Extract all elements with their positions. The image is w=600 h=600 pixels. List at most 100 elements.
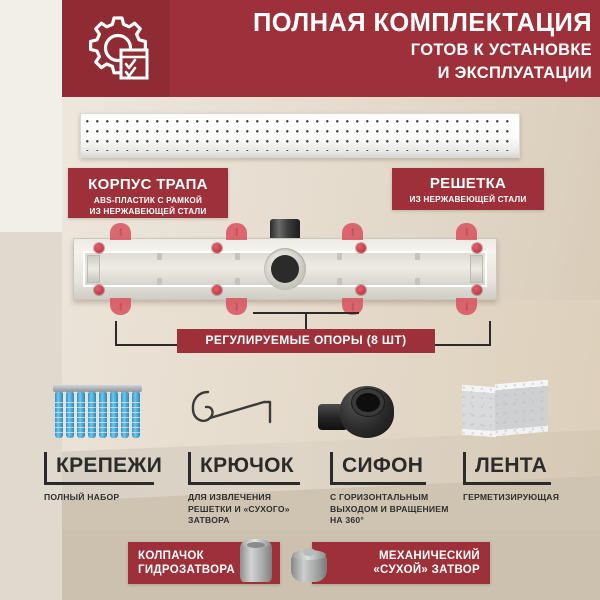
siphon-icon xyxy=(318,382,394,442)
grate-perforations xyxy=(86,120,514,151)
mechanical-dry-trap-icon xyxy=(288,548,330,586)
bracket-inner-stem xyxy=(305,312,307,329)
drain-body-channel xyxy=(83,248,487,290)
channel-rib xyxy=(235,253,240,260)
accessory-title-tape: ЛЕНТА xyxy=(475,454,548,477)
accessory-title-fasteners: КРЕПЕЖИ xyxy=(56,454,163,477)
accessory-desc-line: ЗАТВОРА xyxy=(188,515,230,525)
caption-rule-vertical xyxy=(463,452,466,482)
badge-water-seal-cap-text: КОЛПАЧОК ГИДРОЗАТВОРА xyxy=(138,549,235,577)
badge-line: МЕХАНИЧЕСКИЙ xyxy=(378,550,480,562)
mounting-screw xyxy=(472,243,482,253)
callout-grate-desc-line1: ИЗ НЕРЖАВЕЮЩЕЙ СТАЛИ xyxy=(409,195,527,204)
accessory-title-siphon: СИФОН xyxy=(342,454,424,477)
sealing-tape-icon xyxy=(462,379,548,440)
mounting-screw xyxy=(94,285,104,295)
accessory-desc-siphon: С ГОРИЗОНТАЛЬНЫМ ВЫХОДОМ И ВРАЩЕНИЕМ НА … xyxy=(330,492,449,527)
header-banner: ПОЛНАЯ КОМПЛЕКТАЦИЯ ГОТОВ К УСТАНОВКЕ И … xyxy=(62,0,600,97)
channel-rib xyxy=(157,278,162,285)
anchor-screw xyxy=(130,385,142,438)
drain-body-frame xyxy=(73,223,497,315)
accessory-desc-line: ПОЛНЫЙ НАБОР xyxy=(44,492,120,502)
water-seal-cap-cylinder xyxy=(240,539,272,582)
callout-grate-title: РЕШЕТКА xyxy=(429,175,507,192)
accessory-desc-hook: ДЛЯ ИЗВЛЕЧЕНИЯ РЕШЕТКИ И «СУХОГО» ЗАТВОР… xyxy=(188,492,290,527)
adjustable-foot xyxy=(110,223,131,240)
adjustable-foot xyxy=(456,223,477,240)
callout-drain-body-desc-line1: ABS-ПЛАСТИК С РАМКОЙ xyxy=(93,196,203,205)
caption-rule-vertical xyxy=(330,452,333,482)
channel-rib xyxy=(415,253,420,260)
dry-trap-cup xyxy=(291,548,327,582)
caption-rule-horizontal xyxy=(44,482,154,485)
drain-outlet-hole xyxy=(264,248,306,290)
accessory-title-hook: КРЮЧОК xyxy=(200,454,294,477)
background-left-strip-bottom xyxy=(0,232,62,600)
background-left-strip-top xyxy=(0,0,62,232)
adjustable-foot xyxy=(342,223,363,240)
accessory-desc-fasteners: ПОЛНЫЙ НАБОР xyxy=(44,492,119,504)
accessory-desc-line: ДЛЯ ИЗВЛЕЧЕНИЯ xyxy=(188,492,272,502)
adjustable-foot xyxy=(226,223,247,240)
channel-rib xyxy=(337,278,342,285)
grate-plate xyxy=(80,113,520,158)
callout-drain-body-desc-line2: ИЗ НЕРЖАВЕЮЩЕЙ СТАЛИ xyxy=(89,206,207,216)
grate-image xyxy=(80,113,520,158)
header-text-group: ПОЛНАЯ КОМПЛЕКТАЦИЯ ГОТОВ К УСТАНОВКЕ И … xyxy=(180,8,592,84)
bracket-right-arm xyxy=(434,344,491,346)
anchor-screw xyxy=(75,385,87,438)
badge-mechanical-dry-trap-text: МЕХАНИЧЕСКИЙ «СУХОЙ» ЗАТВОР xyxy=(373,549,480,577)
caption-rule-horizontal xyxy=(463,482,551,485)
accessory-desc-line: С ГОРИЗОНТАЛЬНЫМ xyxy=(330,492,429,502)
anchor-screw xyxy=(97,385,109,438)
drain-body-image xyxy=(73,219,497,315)
callout-supports-title: РЕГУЛИРУЕМЫЕ ОПОРЫ (8 ШТ) xyxy=(177,329,435,353)
bracket-left-drop xyxy=(115,321,117,346)
callout-drain-body: КОРПУС ТРАПА ABS-ПЛАСТИК С РАМКОЙ ИЗ НЕР… xyxy=(68,168,228,218)
anchor-screw xyxy=(108,385,120,438)
adjustable-foot xyxy=(110,298,131,315)
page-title: ПОЛНАЯ КОМПЛЕКТАЦИЯ xyxy=(252,9,592,37)
caption-rule-vertical xyxy=(44,452,47,482)
accessory-desc-line: ВЫХОДОМ И ВРАЩЕНИЕМ xyxy=(330,503,449,514)
anchor-screw xyxy=(64,385,76,438)
callout-drain-body-title: КОРПУС ТРАПА xyxy=(88,176,208,193)
anchor-screw xyxy=(53,385,65,438)
accessory-desc-line: ГЕРМЕТИЗИРУЮЩАЯ xyxy=(463,492,560,502)
bracket-left-arm xyxy=(115,344,177,346)
mounting-screw xyxy=(212,243,222,253)
header-subtitle-line1: ГОТОВ К УСТАНОВКЕ xyxy=(410,41,592,59)
gear-checklist-icon xyxy=(84,14,152,82)
badge-line: КОЛПАЧОК xyxy=(138,550,204,562)
adjustable-foot xyxy=(342,298,363,315)
anchor-screw xyxy=(119,385,131,438)
caption-rule-vertical xyxy=(188,452,191,482)
mounting-screw xyxy=(472,285,482,295)
accessory-desc-line: РЕШЕТКИ И «СУХОГО» xyxy=(188,503,290,514)
mounting-screw xyxy=(356,285,366,295)
accessory-desc-line: НА 360° xyxy=(330,515,364,525)
adjustable-foot xyxy=(456,298,477,315)
accessory-icon-row xyxy=(0,379,600,444)
channel-rib xyxy=(415,278,420,285)
caption-rule-horizontal xyxy=(330,482,426,485)
channel-end-block-right xyxy=(470,255,483,283)
channel-end-block-left xyxy=(87,255,100,283)
badge-line: ГИДРОЗАТВОРА xyxy=(138,564,235,576)
header-subtitle-line2: И ЭКСПЛУАТАЦИИ xyxy=(437,64,592,82)
bracket-right-drop xyxy=(489,321,491,346)
channel-rib xyxy=(157,253,162,260)
adjustable-foot xyxy=(226,298,247,315)
water-seal-cap-icon xyxy=(238,538,274,584)
siphon-outlet-icon xyxy=(270,219,300,239)
mounting-screw xyxy=(356,243,366,253)
accessory-desc-tape: ГЕРМЕТИЗИРУЮЩАЯ xyxy=(463,492,559,504)
wire-hook-icon xyxy=(188,388,280,436)
channel-rib xyxy=(337,253,342,260)
caption-rule-horizontal xyxy=(188,482,300,485)
tape-fold-left xyxy=(462,384,496,438)
channel-rib xyxy=(235,278,240,285)
callout-grate: РЕШЕТКА ИЗ НЕРЖАВЕЮЩЕЙ СТАЛИ xyxy=(392,168,544,210)
mounting-screw xyxy=(212,285,222,295)
